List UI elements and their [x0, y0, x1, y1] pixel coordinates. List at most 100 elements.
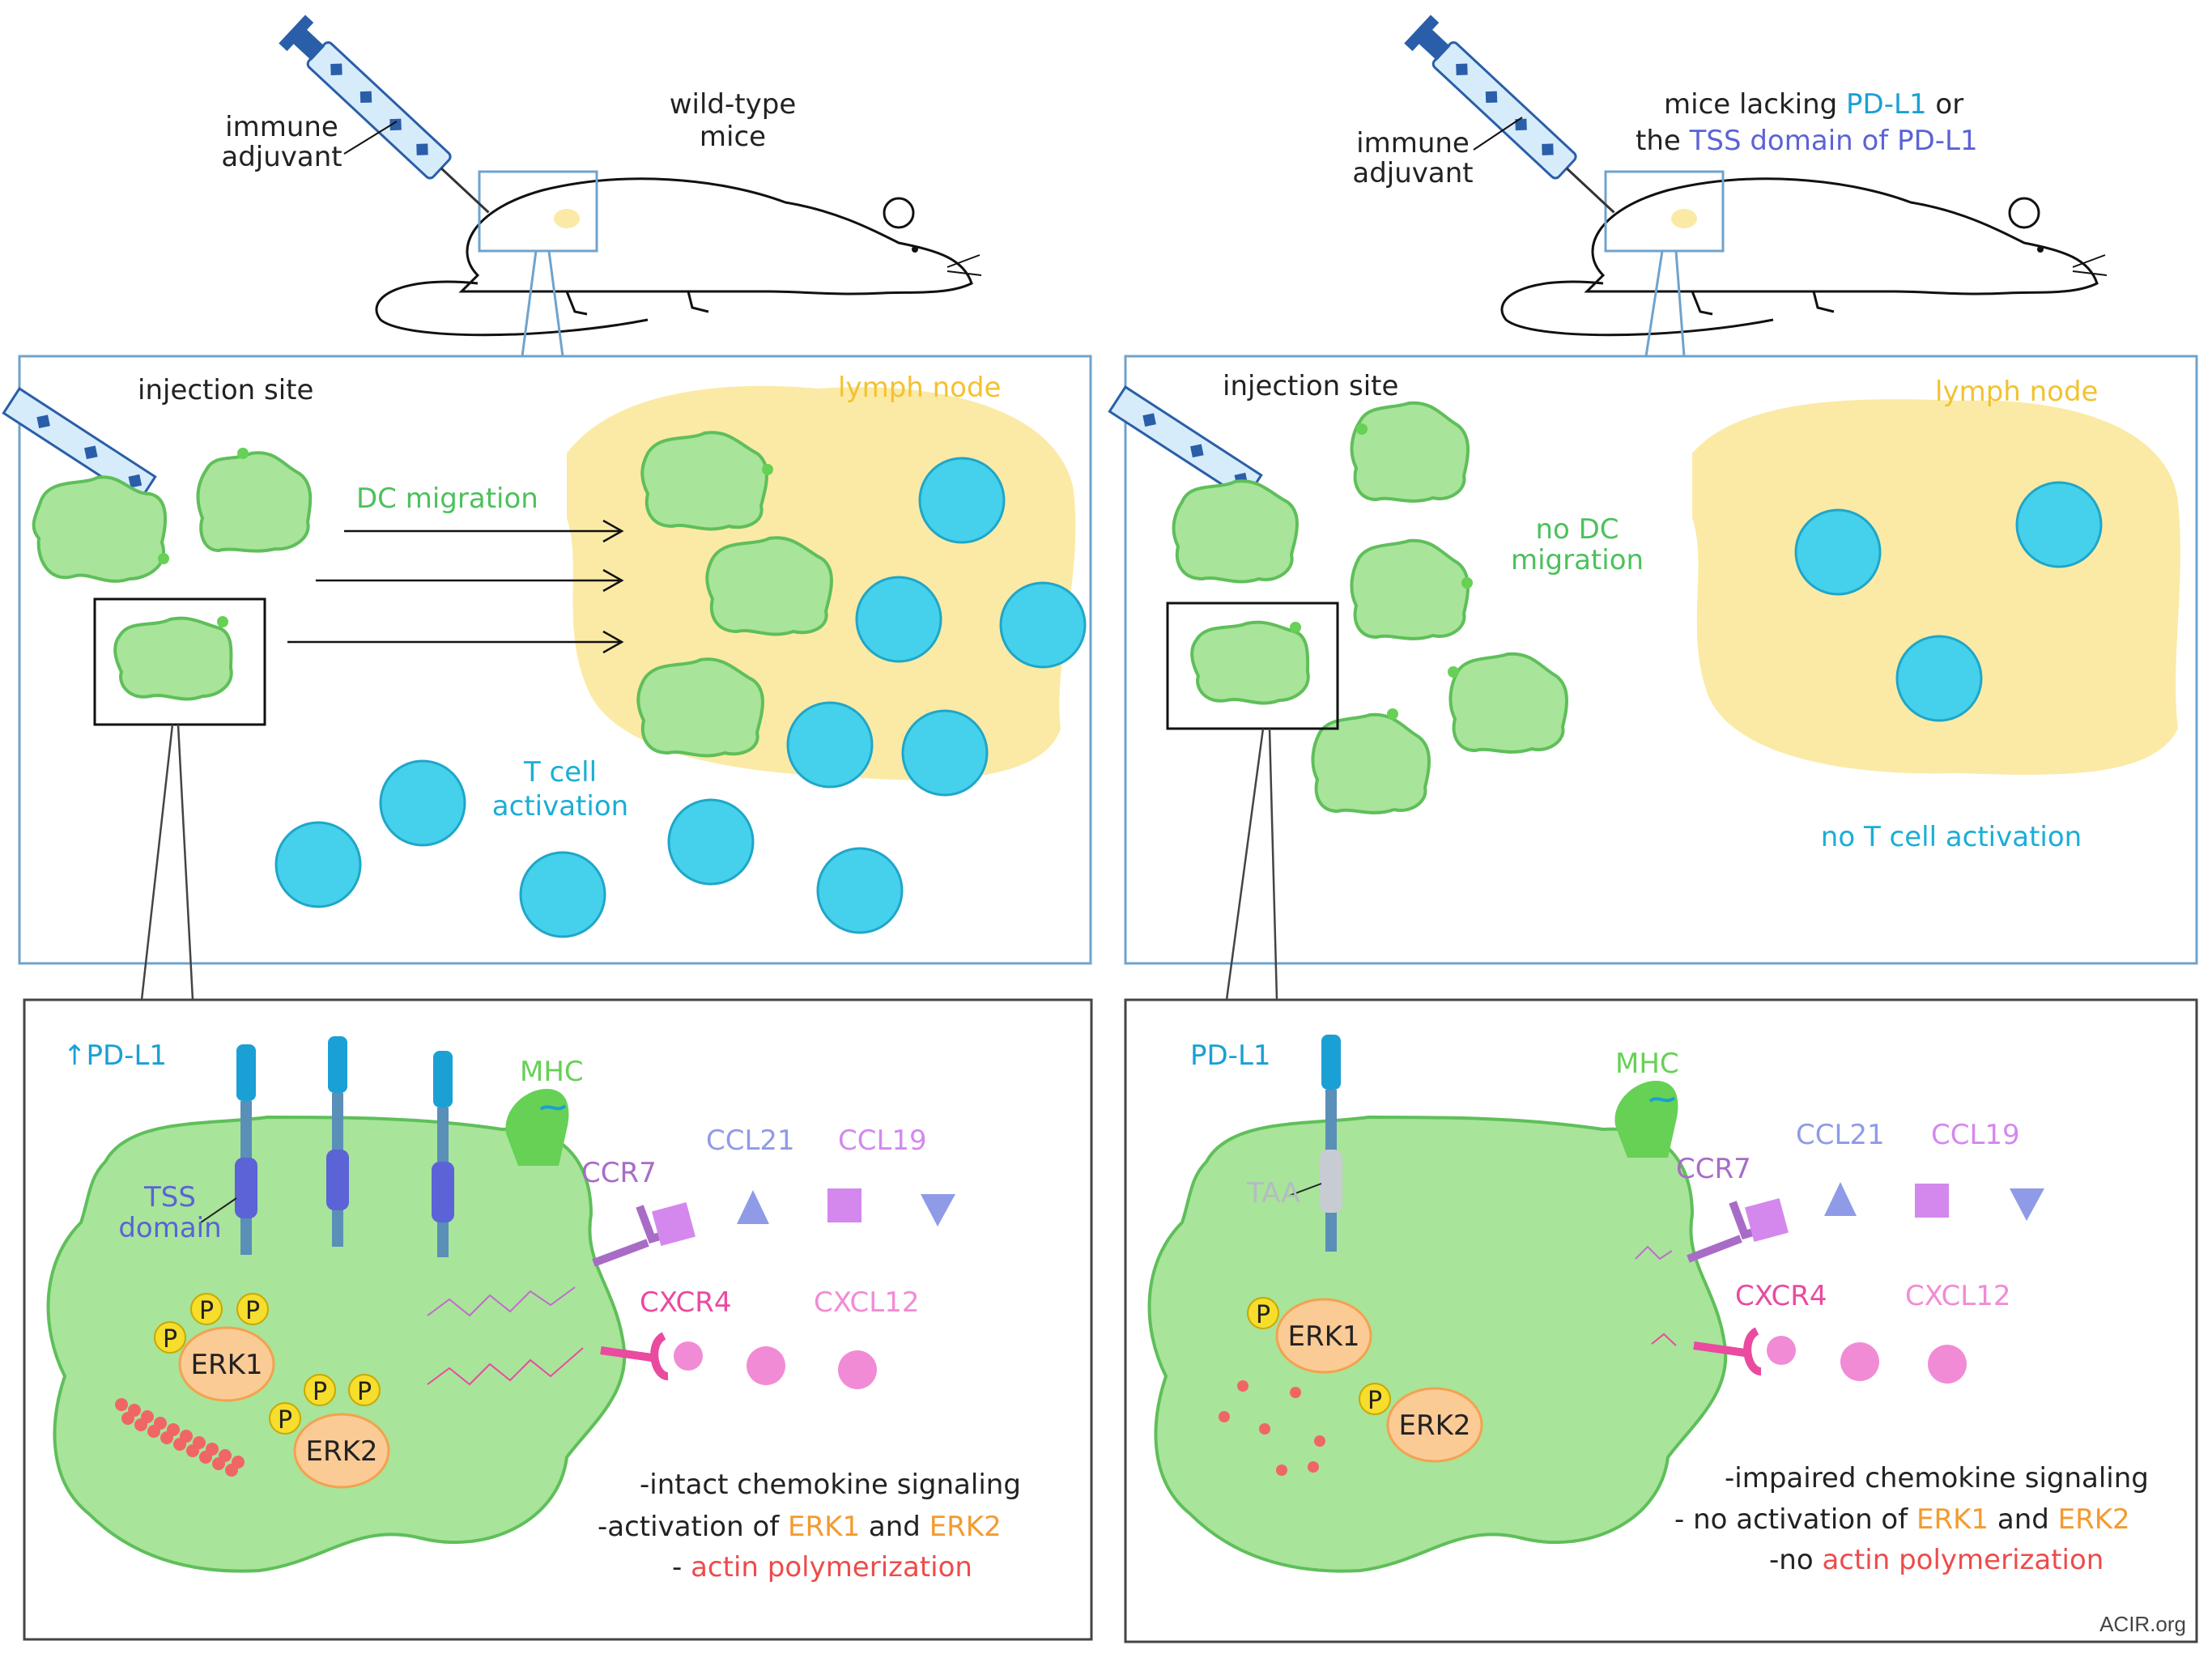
mhc-molecule — [505, 1089, 569, 1166]
phosphate-group: P — [1359, 1383, 1391, 1415]
no-t-cell-activation-label: no T cell activation — [1821, 821, 2082, 853]
summary-line-2-right: - no activation of ERK1 and ERK2 — [1674, 1503, 2130, 1536]
tss-domain-label-1: TSS — [143, 1181, 196, 1214]
svg-text:P: P — [1256, 1301, 1270, 1329]
adjuvant-label-left-2: adjuvant — [221, 141, 342, 173]
phosphate-group: P — [304, 1374, 336, 1406]
right-panel: immune adjuvant mice lacking PD-L1 or th… — [1108, 15, 2198, 1643]
taa-label: TAA — [1246, 1177, 1300, 1209]
erk2-label-right: ERK2 — [1398, 1409, 1470, 1442]
dendritic-cell — [640, 431, 773, 531]
t-cell — [901, 709, 989, 797]
t-cell-activation-label-1: T cell — [523, 756, 597, 789]
t-cell — [1895, 635, 1983, 722]
summary-line-1-right: -impaired chemokine signaling — [1725, 1462, 2149, 1494]
mouse-label-left-2: mice — [700, 121, 766, 153]
summary-line-3-right: -no actin polymerization — [1769, 1544, 2104, 1576]
svg-text:P: P — [163, 1325, 177, 1354]
cxcr4-label-left: CXCR4 — [640, 1286, 732, 1319]
erk2-kinase — [1386, 1387, 1483, 1463]
erk2-kinase — [293, 1413, 390, 1489]
cxcl12-label-right: CXCL12 — [1905, 1280, 2011, 1312]
t-cell — [816, 847, 904, 934]
pdl1-molecule-truncated — [1320, 1035, 1342, 1252]
syringe-left — [279, 15, 490, 214]
dendritic-cell — [1311, 708, 1431, 814]
svg-text:P: P — [357, 1378, 372, 1406]
pdl1-label-left: ↑PD-L1 — [63, 1039, 167, 1072]
dendritic-cell — [1350, 401, 1470, 503]
phosphate-group: P — [154, 1321, 186, 1354]
zoom-box-mouse-left — [478, 170, 598, 253]
ccl21-triangle — [737, 1190, 769, 1224]
summary-line-1-left: -intact chemokine signaling — [640, 1469, 1021, 1501]
no-dc-migration-label-1: no DC — [1535, 513, 1619, 546]
summary-line-2-left: -activation of ERK1 and ERK2 — [598, 1511, 1002, 1543]
syringe-right — [1404, 15, 1615, 214]
pdl1-molecule — [235, 1044, 257, 1255]
lymph-node-label-left: lymph node — [838, 372, 1001, 404]
adjuvant-label-left-1: immune — [225, 111, 338, 143]
t-cell — [855, 576, 942, 663]
adjuvant-label-right-2: adjuvant — [1352, 157, 1473, 189]
ccr7-label-right: CCR7 — [1676, 1153, 1751, 1185]
pdl1-molecule — [432, 1051, 454, 1257]
mouse-left — [375, 177, 982, 337]
t-cell — [999, 581, 1087, 669]
mouse-right — [1500, 177, 2108, 337]
mhc-molecule — [1614, 1081, 1678, 1158]
injection-site-label-right: injection site — [1223, 370, 1398, 402]
tss-domain-label-2: domain — [118, 1212, 221, 1244]
cxcl12-ligand — [747, 1346, 785, 1385]
zoom-box-mouse-right — [1604, 170, 1725, 253]
ccr7-receptor — [592, 1202, 696, 1267]
dendritic-cell — [705, 536, 833, 636]
ccr7-label-left: CCR7 — [581, 1157, 657, 1189]
t-cell — [2015, 481, 2103, 568]
svg-text:P: P — [313, 1378, 327, 1406]
ccl19-square — [1915, 1184, 1949, 1218]
cxcr4-receptor — [600, 1332, 703, 1380]
ccr7-receptor — [1687, 1198, 1789, 1263]
dendritic-cell — [196, 448, 313, 553]
t-cell — [274, 821, 362, 908]
dendritic-cell-zoom-right — [1147, 1115, 1728, 1573]
ccl19-label-right: CCL19 — [1931, 1119, 2020, 1151]
actin-filament — [115, 1398, 245, 1477]
dendritic-cell — [1172, 479, 1299, 584]
t-cell — [1794, 508, 1882, 596]
phosphate-group: P — [269, 1402, 301, 1435]
mhc-label-left: MHC — [520, 1056, 584, 1088]
dendritic-cell — [1448, 652, 1568, 754]
mouse-label-right-2: the TSS domain of PD-L1 — [1636, 125, 1978, 157]
ccl21-label-right: CCL21 — [1796, 1119, 1885, 1151]
cxcl12-label-left: CXCL12 — [814, 1286, 920, 1319]
svg-text:P: P — [1368, 1387, 1382, 1415]
cxcr4-receptor — [1693, 1327, 1796, 1375]
zoom-box-dc-right — [1166, 602, 1339, 730]
left-panel: immune adjuvant wild-type mice lymph nod… — [2, 15, 1093, 1641]
dendritic-cell-zoom-left — [46, 1115, 627, 1573]
t-cell — [519, 851, 606, 938]
svg-text:P: P — [245, 1297, 260, 1325]
dendritic-cell — [1350, 538, 1473, 640]
migration-arrows-left — [287, 519, 624, 654]
erk1-kinase — [1275, 1298, 1372, 1374]
t-cell — [786, 701, 874, 789]
ccl21-triangle — [1824, 1182, 1857, 1216]
phosphate-group: P — [236, 1293, 269, 1325]
credit-label: ACIR.org — [2099, 1612, 2186, 1636]
dendritic-cell — [1190, 620, 1310, 705]
dendritic-cell — [32, 475, 169, 583]
t-cell — [918, 457, 1006, 544]
adjuvant-label-right-1: immune — [1356, 127, 1470, 159]
actin-monomers — [1219, 1380, 1325, 1476]
no-dc-migration-label-2: migration — [1511, 544, 1644, 576]
erk2-label-left: ERK2 — [305, 1435, 377, 1468]
t-cell-activation-label-2: activation — [492, 790, 628, 823]
ccl19-square — [827, 1188, 861, 1222]
phosphate-group: P — [1247, 1297, 1279, 1329]
mouse-label-right-1: mice lacking PD-L1 or — [1664, 88, 1963, 121]
ccl21-triangle — [921, 1194, 955, 1226]
cxcl12-ligand — [838, 1350, 877, 1389]
